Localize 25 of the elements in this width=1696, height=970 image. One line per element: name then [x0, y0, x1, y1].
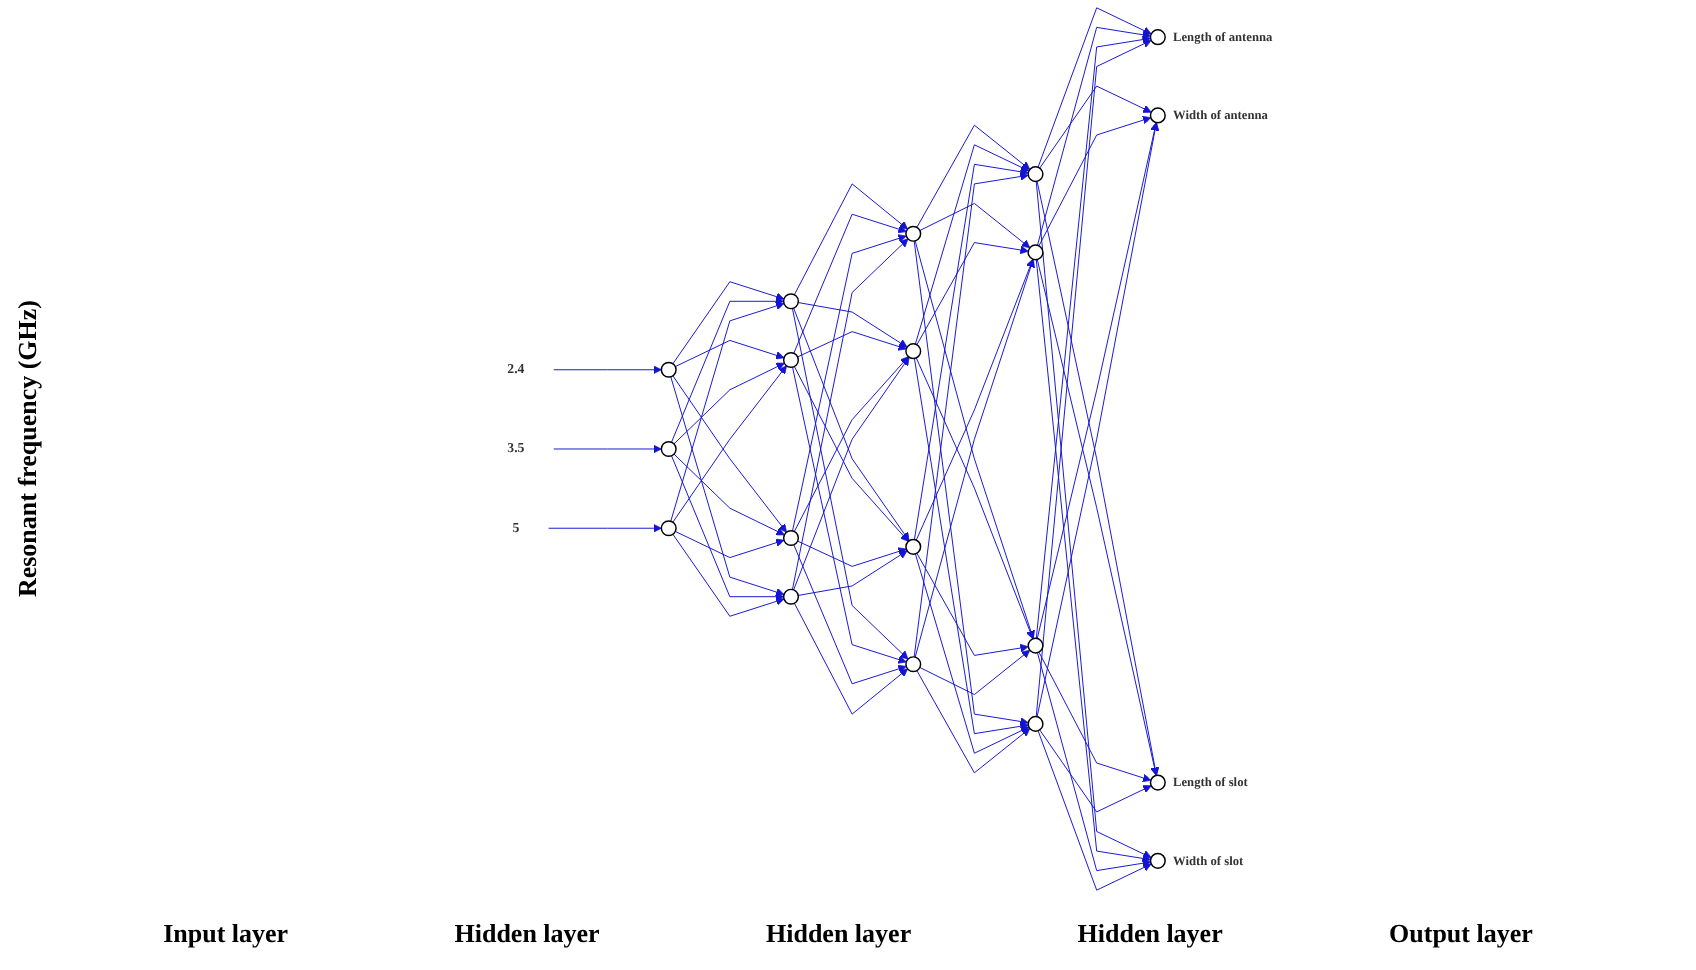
node-circle — [1027, 715, 1044, 732]
node-circle — [660, 520, 677, 537]
layer-label: Hidden layer — [1077, 918, 1223, 950]
node-circle — [782, 293, 800, 310]
node-circle — [905, 225, 922, 242]
node-circle — [905, 656, 922, 673]
layer-label: Input layer — [163, 918, 289, 950]
node-circle — [1149, 852, 1166, 869]
node-circle — [1027, 244, 1044, 261]
node-circle — [905, 343, 922, 360]
node-circle — [1027, 637, 1044, 654]
node-circle — [1149, 29, 1166, 46]
node-circle — [1149, 774, 1166, 791]
node-circle — [782, 588, 800, 605]
node-circle — [905, 538, 922, 555]
node-circle — [1149, 107, 1166, 124]
axis-label: Resonant frequency (GHz) — [12, 300, 44, 598]
layer-label: Hidden layer — [766, 918, 912, 950]
layer-label: Hidden layer — [454, 918, 600, 950]
node-circle — [782, 529, 800, 547]
node-circle — [1027, 166, 1044, 183]
node-circle — [782, 351, 800, 369]
node-circle — [660, 440, 677, 458]
layer-label: Output layer — [1389, 918, 1533, 950]
node-circle — [660, 361, 677, 378]
